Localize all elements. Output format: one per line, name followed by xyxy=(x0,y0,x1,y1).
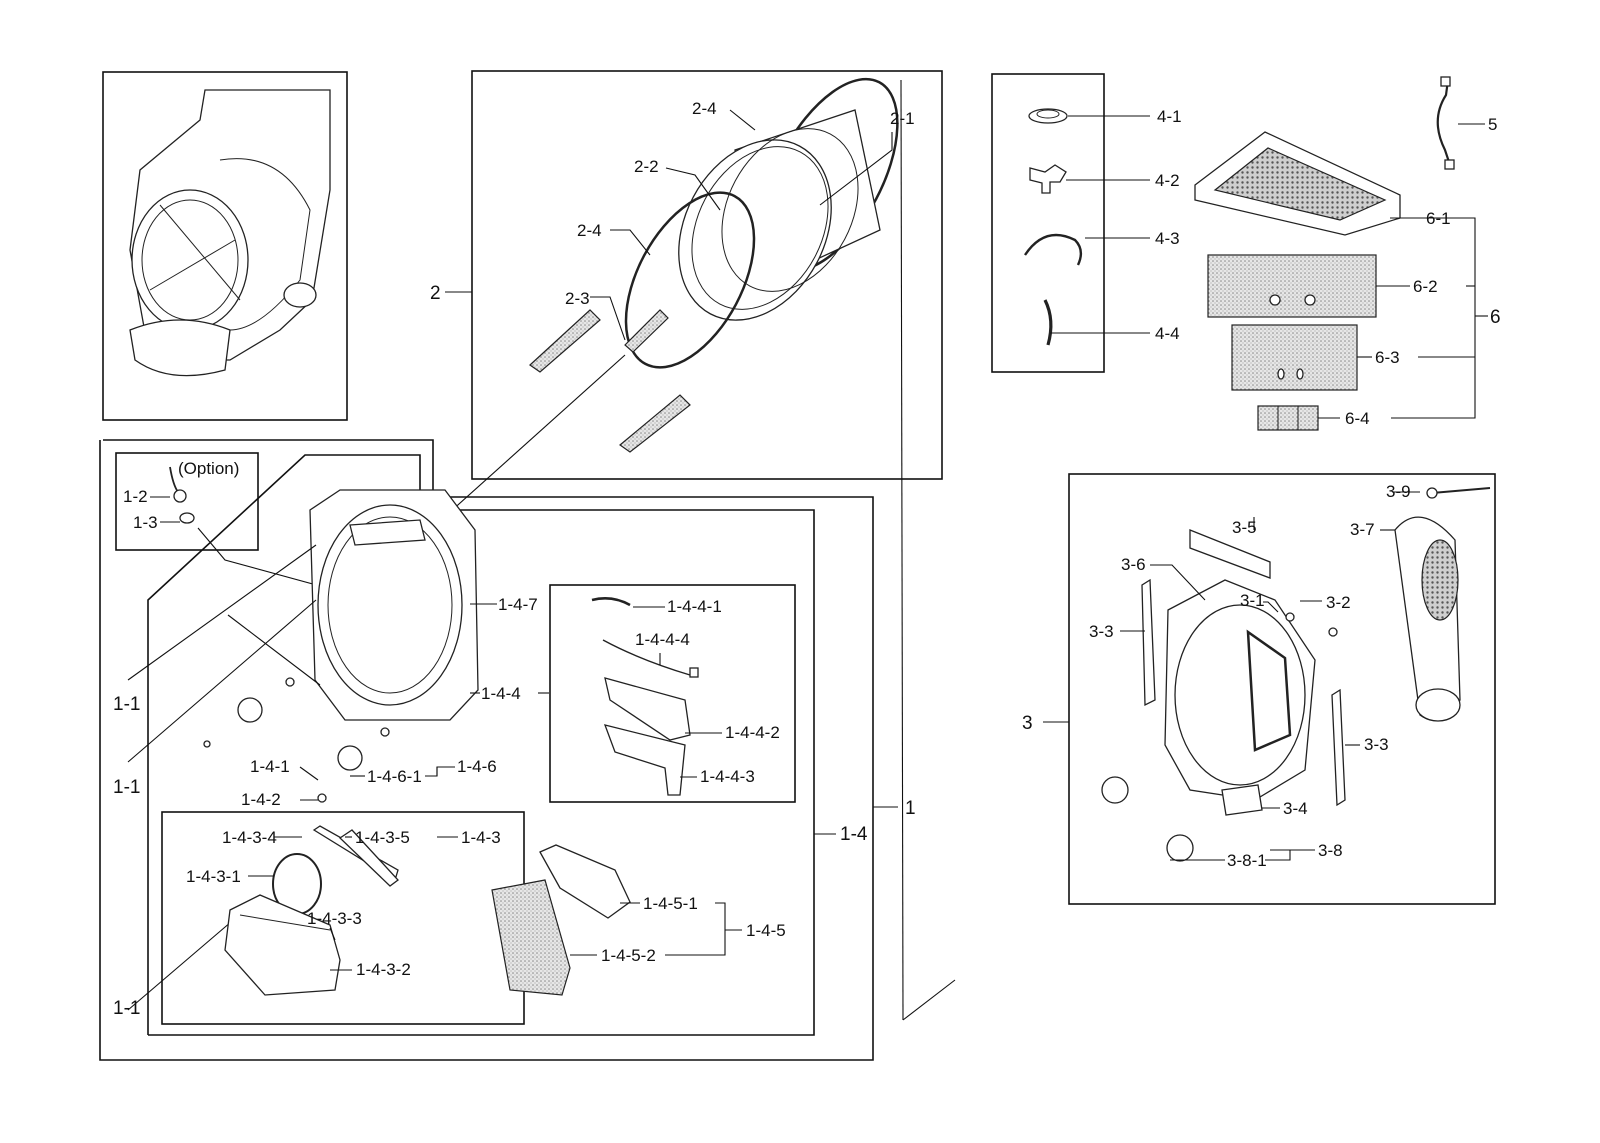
label-1-4-3-1: 1-4-3-1 xyxy=(186,867,241,886)
label-3-5: 3-5 xyxy=(1232,518,1257,537)
label-1-4-3-2: 1-4-3-2 xyxy=(356,960,411,979)
accessory-parts xyxy=(1024,108,1083,346)
label-5: 5 xyxy=(1488,115,1497,134)
drum-lifters xyxy=(529,309,691,453)
label-1-3: 1-3 xyxy=(133,513,158,532)
lint-filter-housing-parts xyxy=(224,825,399,996)
label-3-7: 3-7 xyxy=(1350,520,1375,539)
label-3-2: 3-2 xyxy=(1326,593,1351,612)
door-lock-parts xyxy=(591,597,699,796)
accessories-panel xyxy=(991,73,1150,373)
label-1-4-3: 1-4-3 xyxy=(461,828,501,847)
label-2-2: 2-2 xyxy=(634,157,659,176)
label-4-1: 4-1 xyxy=(1157,107,1182,126)
label-6: 6 xyxy=(1490,307,1501,328)
label-1: 1 xyxy=(905,798,916,819)
label-option: (Option) xyxy=(178,459,239,478)
label-1-4-6-1: 1-4-6-1 xyxy=(367,767,422,786)
front-frame-parts xyxy=(203,489,479,803)
drum-rings xyxy=(624,77,899,369)
heater-group xyxy=(1194,76,1488,431)
label-1-4-4-2: 1-4-4-2 xyxy=(725,723,780,742)
label-1-4-5-1: 1-4-5-1 xyxy=(643,894,698,913)
label-1-4-2: 1-4-2 xyxy=(241,790,281,809)
label-1-4-6: 1-4-6 xyxy=(457,757,497,776)
label-1-1-top: 1-1 xyxy=(113,694,140,715)
label-2-4-left: 2-4 xyxy=(577,221,602,240)
option-sensor-parts xyxy=(169,466,195,524)
label-2-3: 2-3 xyxy=(565,289,590,308)
label-1-4-7: 1-4-7 xyxy=(498,595,538,614)
label-1-2: 1-2 xyxy=(123,487,148,506)
callout-labels: (Option) 1-2 1-3 1-1 1-1 1-1 1-4-7 1-4-4… xyxy=(113,99,1501,1019)
frame-back-panel xyxy=(1043,473,1496,905)
label-1-4-3-4: 1-4-3-4 xyxy=(222,828,277,847)
label-4-2: 4-2 xyxy=(1155,171,1180,190)
label-3-1: 3-1 xyxy=(1240,591,1265,610)
front-group-panel xyxy=(99,439,956,1061)
label-1-4-4-1: 1-4-4-1 xyxy=(667,597,722,616)
label-2-4-top: 2-4 xyxy=(692,99,717,118)
label-3-8-1: 3-8-1 xyxy=(1227,851,1267,870)
label-3-6: 3-6 xyxy=(1121,555,1146,574)
label-1-4: 1-4 xyxy=(840,824,868,845)
label-1-4-3-3: 1-4-3-3 xyxy=(307,909,362,928)
label-4-4: 4-4 xyxy=(1155,324,1180,343)
label-6-1: 6-1 xyxy=(1426,209,1451,228)
label-1-4-4: 1-4-4 xyxy=(481,684,521,703)
label-6-3: 6-3 xyxy=(1375,348,1400,367)
label-2-1: 2-1 xyxy=(890,109,915,128)
label-3-3-left: 3-3 xyxy=(1089,622,1114,641)
label-1-1-bottom: 1-1 xyxy=(113,998,140,1019)
label-1-4-3-5: 1-4-3-5 xyxy=(355,828,410,847)
label-1-4-5: 1-4-5 xyxy=(746,921,786,940)
drum-group-panel xyxy=(429,70,943,1021)
label-3-4: 3-4 xyxy=(1283,799,1308,818)
lint-filter-parts xyxy=(491,844,631,996)
label-1-4-5-2: 1-4-5-2 xyxy=(601,946,656,965)
label-2: 2 xyxy=(430,283,441,304)
label-6-4: 6-4 xyxy=(1345,409,1370,428)
label-4-3: 4-3 xyxy=(1155,229,1180,248)
back-frame-parts xyxy=(1101,487,1491,862)
label-1-4-4-3: 1-4-4-3 xyxy=(700,767,755,786)
label-3: 3 xyxy=(1022,713,1033,734)
label-6-2: 6-2 xyxy=(1413,277,1438,296)
label-1-1-middle: 1-1 xyxy=(113,777,140,798)
label-1-4-4-4: 1-4-4-4 xyxy=(635,630,690,649)
assembled-drum-illustration xyxy=(129,89,331,377)
label-3-3-right: 3-3 xyxy=(1364,735,1389,754)
assembly-overview-panel xyxy=(102,71,348,421)
label-1-4-1: 1-4-1 xyxy=(250,757,290,776)
label-3-9: 3-9 xyxy=(1386,482,1411,501)
label-3-8: 3-8 xyxy=(1318,841,1343,860)
